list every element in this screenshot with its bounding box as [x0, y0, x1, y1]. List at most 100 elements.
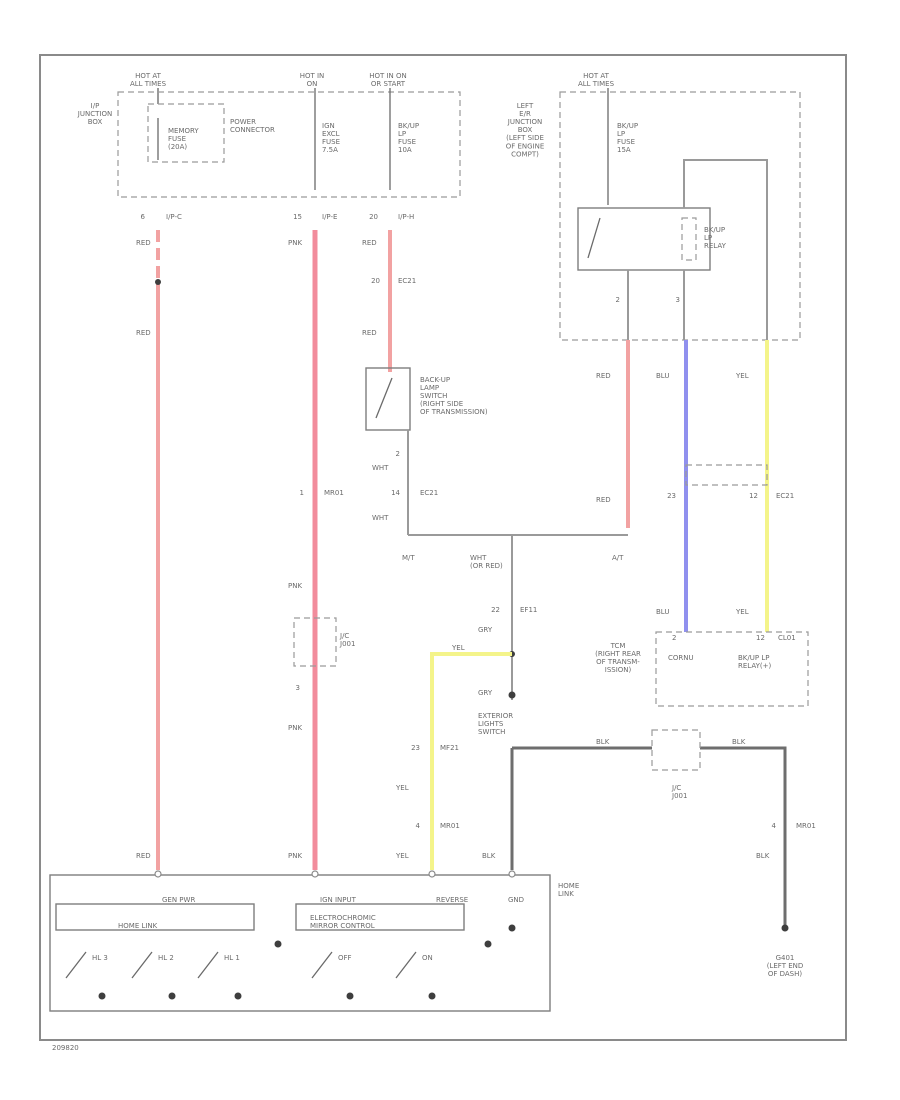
label-hl2: HL 2: [158, 954, 174, 962]
bkup-relay-coil: [681, 217, 697, 261]
label-gry-1: GRY: [478, 626, 493, 634]
diagram-frame: [39, 54, 847, 1041]
splice-red: [155, 279, 161, 285]
tcm-box: [655, 631, 809, 707]
switch-dot-1: [98, 992, 106, 1000]
label-homelink-rev: REVERSE: [436, 896, 468, 904]
wire-blk-ground-2: [700, 746, 787, 925]
label-homelink-gnd: GND: [508, 896, 524, 904]
bkup-relay-contact: [587, 217, 601, 259]
homelink-terminal-pwr: [154, 870, 162, 878]
bkup-relay-box: [577, 207, 711, 271]
switch-dot-4: [346, 992, 354, 1000]
label-ec21-d: EC21: [776, 492, 794, 500]
label-mf21: MF21: [440, 744, 459, 752]
label-wht-1: WHT: [372, 464, 389, 472]
label-red-1: RED: [136, 239, 151, 247]
label-yel-3: YEL: [395, 852, 409, 860]
pin-tcm-a: 2: [672, 634, 676, 642]
label-blu-1: BLU: [656, 372, 669, 380]
ground-terminal: [781, 924, 789, 932]
label-red-4: RED: [362, 239, 377, 247]
homelink-terminal-rev: [428, 870, 436, 878]
label-tcm-connector: CL01: [778, 634, 796, 642]
homelink-module: [49, 874, 551, 1012]
label-wht-or-red: WHT(OR RED): [470, 554, 503, 570]
label-red-7: RED: [596, 496, 611, 504]
label-blk-2: BLK: [732, 738, 746, 746]
pin-ip-e: 15: [293, 213, 302, 221]
label-homelink-box: HOME LINK: [118, 922, 158, 930]
switch-hl2: [131, 951, 153, 979]
left-er-junction-box: [559, 91, 801, 341]
label-ip-e: I/P-E: [322, 213, 337, 221]
relay-feed-wire: [683, 159, 768, 340]
wire-yel-reverse: [430, 652, 512, 870]
pin-ec21-d: 12: [749, 492, 758, 500]
pin-ec21-a: 20: [371, 277, 380, 285]
switch-hl3: [65, 951, 87, 979]
label-yel-2: YEL: [395, 784, 409, 792]
label-mr01-a: MR01: [324, 489, 344, 497]
label-yel-1: YEL: [451, 644, 465, 652]
relay-pin-2: 2: [616, 296, 620, 304]
pin-tcm-b: 12: [756, 634, 765, 642]
homelink-sub-box: [55, 903, 255, 931]
pin-ec21-b: 14: [391, 489, 400, 497]
pin-mf21: 23: [411, 744, 420, 752]
jc-j001-a: [293, 617, 337, 667]
label-off: OFF: [338, 954, 352, 962]
label-pnk-1: PNK: [288, 239, 302, 247]
homelink-terminal-ign: [311, 870, 319, 878]
label-ec21-b: EC21: [420, 489, 438, 497]
pin-sw: 2: [396, 450, 400, 458]
label-tcm-name: CORNU: [668, 654, 694, 662]
label-red-6: RED: [596, 372, 611, 380]
backup-switch-contact: [375, 377, 393, 419]
homelink-dot-a: [274, 940, 282, 948]
pin-ip-c: 6: [141, 213, 146, 221]
jc-j001-b: [651, 729, 701, 771]
memory-fuse-box: [147, 103, 225, 163]
pin-mr01-a: 1: [300, 489, 304, 497]
pin-ip-h: 20: [369, 213, 378, 221]
pin-ef11: 22: [491, 606, 500, 614]
pin-jc: 3: [296, 684, 300, 692]
label-blk-3: BLK: [756, 852, 770, 860]
label-red-3: RED: [136, 852, 151, 860]
label-mr01-b: MR01: [440, 822, 460, 830]
switch-dot-2: [168, 992, 176, 1000]
backup-lamp-switch: [365, 367, 411, 431]
label-at: A/T: [612, 554, 624, 562]
label-gry-2: GRY: [478, 689, 493, 697]
ec-dot-a: [484, 940, 492, 948]
switch-on: [395, 951, 417, 979]
label-hl3: HL 3: [92, 954, 108, 962]
homelink-ground-dot: [508, 924, 516, 932]
ec-mirror-control-box: [295, 903, 465, 931]
label-blk-1: BLK: [596, 738, 610, 746]
label-pnk-3: PNK: [288, 724, 302, 732]
label-yel-4: YEL: [735, 372, 749, 380]
label-blu-2: BLU: [656, 608, 669, 616]
label-ip-c: I/P-C: [166, 213, 182, 221]
switch-dot-3: [234, 992, 242, 1000]
